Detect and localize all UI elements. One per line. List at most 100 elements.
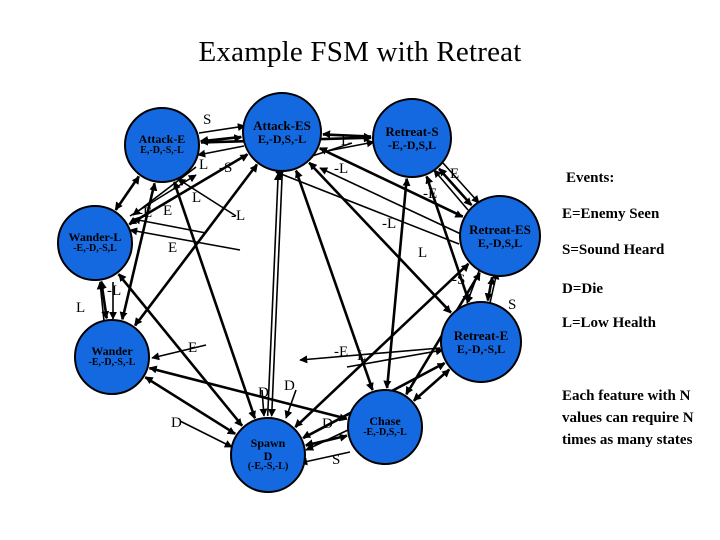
state-node-extra: D xyxy=(263,448,273,463)
transition-edge-S xyxy=(198,123,246,134)
state-node-features: -E,-D,S,L xyxy=(387,137,437,152)
transition-edge xyxy=(294,170,374,391)
transition-edge-L xyxy=(275,170,460,245)
legend-item: S=Sound Heard xyxy=(562,242,665,258)
transition-edge xyxy=(173,181,257,419)
state-node-features: E,-D,S,-L xyxy=(257,131,307,146)
state-node-retreat-s[interactable]: Retreat-S-E,-D,S,L xyxy=(372,98,452,178)
transition-edge--E xyxy=(129,174,197,217)
transition-edge-D xyxy=(284,389,297,419)
state-node-features: E,-D,-S,-L xyxy=(140,145,184,157)
edge-label: -L xyxy=(334,161,349,177)
edge-label: E xyxy=(163,203,173,219)
edge-label: -E xyxy=(334,344,349,360)
state-node-name: Wander xyxy=(91,344,133,359)
edge-label: -L xyxy=(231,208,246,224)
legend-heading: Events: xyxy=(566,170,615,186)
transition-edge xyxy=(122,182,158,320)
transition-edge xyxy=(118,273,244,426)
transition-edge xyxy=(148,365,348,420)
transition-edge xyxy=(322,130,372,139)
transition-edge xyxy=(308,162,452,314)
transition-edge xyxy=(119,183,155,321)
transition-edge-L xyxy=(346,347,444,368)
transition-edge xyxy=(294,262,469,428)
transition-edge-E xyxy=(132,216,207,234)
state-node-name: Retreat-S xyxy=(385,123,439,139)
edge-label: S xyxy=(332,452,341,468)
edge-label: D xyxy=(258,385,269,401)
edge-label: D xyxy=(322,416,333,432)
footnote: Each feature with N values can require N… xyxy=(562,388,694,448)
state-node-features: -E,-D,S,-L xyxy=(363,427,407,439)
state-node-features: (-E,-S,-L) xyxy=(247,461,289,473)
transition-edge xyxy=(117,273,243,427)
edge-label: -E xyxy=(138,205,153,221)
edge-label: S xyxy=(508,297,517,313)
edge-label: -S xyxy=(219,160,233,176)
transition-edge xyxy=(308,161,452,313)
transition-edge-E xyxy=(129,227,241,251)
transition-edge xyxy=(144,376,236,435)
edge-label: L xyxy=(418,245,428,261)
transition-edge xyxy=(438,167,473,206)
transition-edge-D xyxy=(259,389,268,417)
transition-edge-S xyxy=(299,451,351,466)
legend-item: L=Low Health xyxy=(562,315,656,331)
state-node-name: Wander-L xyxy=(68,230,122,245)
edge-label: L xyxy=(76,300,86,316)
edge-label: -L xyxy=(382,216,397,232)
legend-item: D=Die xyxy=(562,281,604,297)
transition-edge xyxy=(268,173,284,417)
transition-edge--S xyxy=(465,270,480,304)
transition-edge xyxy=(144,377,236,435)
state-node-chase[interactable]: Chase-E,-D,S,-L xyxy=(347,389,423,465)
transition-edge xyxy=(172,181,256,420)
state-node-name: Retreat-ES xyxy=(469,221,531,237)
transition-edge xyxy=(129,153,249,226)
state-node-features: E,-D,-S,L xyxy=(456,341,506,356)
transition-edge-D xyxy=(179,420,233,448)
transition-edge--E xyxy=(299,347,441,364)
transition-edge-E xyxy=(151,344,207,361)
transition-edge-L xyxy=(321,139,375,153)
state-node-wander-l[interactable]: Wander-L-E,-D,-S,L xyxy=(57,205,133,281)
legend-item: E=Enemy Seen xyxy=(562,206,660,222)
transition-edge-E xyxy=(442,162,480,204)
edge-label: E xyxy=(450,166,460,182)
transition-edge xyxy=(114,175,139,211)
edge-label: L xyxy=(357,348,367,364)
transition-edge-L xyxy=(96,281,105,322)
state-node-name: Attack-ES xyxy=(253,117,311,133)
page-title: Example FSM with Retreat xyxy=(198,36,522,68)
transition-edge xyxy=(319,147,464,217)
edge-label: E xyxy=(188,340,198,356)
state-node-name: Attack-E xyxy=(138,132,186,147)
transition-edge--S xyxy=(197,145,245,158)
transition-edge xyxy=(425,175,471,302)
edge-label: E xyxy=(168,240,178,256)
transition-edge-D xyxy=(305,429,349,451)
edge-label: -L xyxy=(107,283,122,299)
state-node-wander[interactable]: Wander-E,-D,-S,-L xyxy=(74,319,150,395)
edge-label: S xyxy=(203,112,212,128)
edge-label: L xyxy=(341,133,351,149)
transition-edge--L xyxy=(177,178,237,217)
state-node-name: Spawn xyxy=(250,436,286,451)
transition-edge xyxy=(295,169,374,391)
edge-label: -E xyxy=(423,186,438,202)
transition-edge-S xyxy=(489,271,500,304)
edge-label: -S xyxy=(452,272,466,288)
transition-edge xyxy=(413,369,451,402)
transition-edge--E xyxy=(433,169,469,211)
transition-edge xyxy=(134,164,258,327)
transition-edge xyxy=(319,148,464,218)
transition-edge--L xyxy=(319,167,464,236)
